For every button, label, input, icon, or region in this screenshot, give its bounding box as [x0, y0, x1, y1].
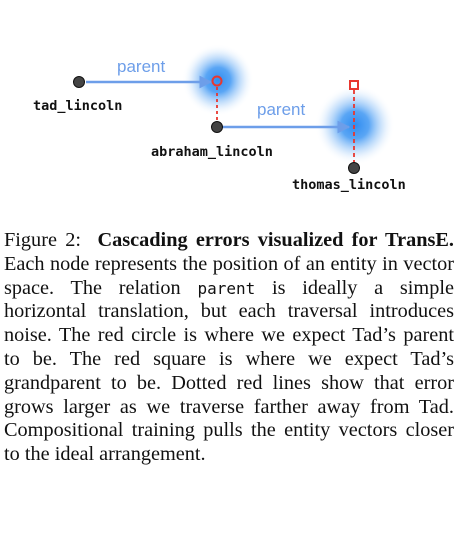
figure-label: Figure 2: [4, 229, 81, 251]
parent-glow [182, 44, 254, 116]
label-tad-lincoln: tad_lincoln [33, 98, 122, 114]
label-thomas-lincoln: thomas_lincoln [292, 177, 406, 193]
expected-grandparent-square [349, 80, 359, 90]
caption-body-2: is ideally a simple horizontal translati… [4, 276, 454, 466]
transe-figure: parent parent tad_lincoln abraham_lincol… [33, 44, 406, 193]
expected-parent-circle [211, 75, 223, 87]
caption-title: Cascading errors visualized for TransE. [97, 229, 454, 251]
figure-caption: Figure 2: Cascading errors visualized fo… [4, 229, 454, 467]
node-abraham-lincoln [211, 121, 223, 133]
relation-code: parent [197, 278, 256, 298]
grandparent-glow [315, 85, 395, 165]
label-abraham-lincoln: abraham_lincoln [151, 144, 273, 160]
edge-label-parent-1: parent [117, 57, 165, 76]
caption-body-1: Each node represents the position of an … [4, 252, 454, 299]
edge-label-parent-2: parent [257, 100, 305, 119]
node-tad-lincoln [73, 76, 85, 88]
node-thomas-lincoln [348, 162, 360, 174]
